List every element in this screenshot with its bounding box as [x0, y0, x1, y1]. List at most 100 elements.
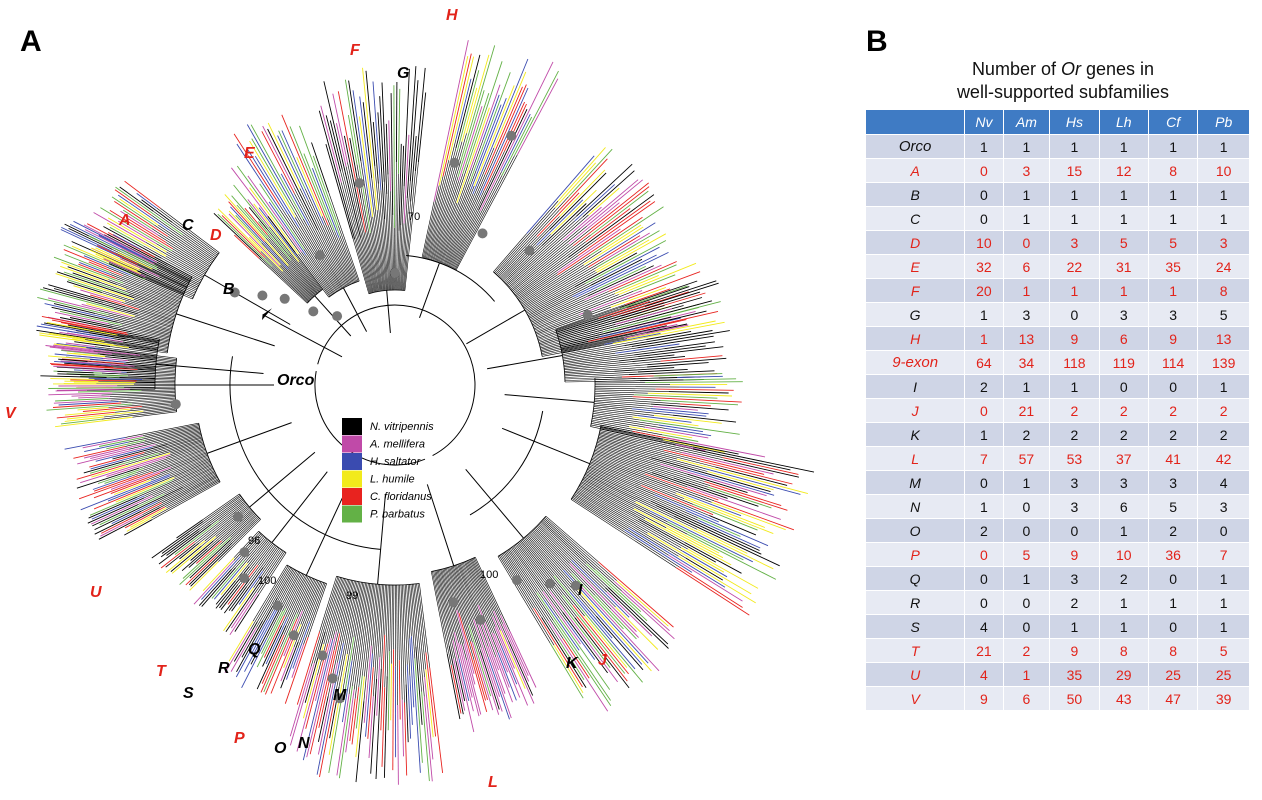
tree-tip [66, 281, 103, 294]
tree-tip [111, 500, 158, 525]
tree-tip [421, 691, 430, 782]
table-cell: 4 [965, 662, 1004, 686]
tree-tip [93, 484, 152, 510]
tree-branch [497, 556, 551, 644]
tree-tip [73, 381, 136, 384]
table-cell: 0 [965, 590, 1004, 614]
tree-tip [663, 449, 765, 475]
tree-tip [77, 444, 156, 465]
tree-branch [144, 279, 184, 296]
tree-tip [71, 241, 146, 275]
tree-tip [692, 448, 791, 471]
tree-tip [236, 597, 278, 673]
tree-branch [152, 268, 197, 291]
tree-branch [93, 350, 157, 359]
tree-tip [48, 387, 125, 389]
tree-tip [317, 696, 329, 742]
table-cell: 5 [1148, 230, 1199, 254]
tree-branch [170, 442, 204, 454]
tree-branch [340, 182, 371, 294]
tree-branch [513, 545, 564, 613]
tree-branch [285, 576, 309, 626]
tree-tip [58, 401, 119, 406]
tree-tip [213, 212, 262, 259]
tree-tip [645, 426, 709, 439]
tree-branch [456, 564, 489, 658]
tree-tip [429, 667, 444, 774]
tree-tip [722, 457, 799, 475]
tree-branch [493, 233, 528, 272]
tree-branch [563, 348, 665, 363]
tree-branch [126, 332, 160, 340]
tree-branch [271, 265, 309, 302]
tree-branch [457, 564, 478, 620]
tree-tip [601, 224, 642, 252]
tree-tip [124, 519, 153, 536]
tree-tip [115, 186, 183, 235]
tree-branch [143, 277, 193, 300]
tree-tip [687, 469, 775, 496]
tree-branch [167, 236, 212, 265]
tree-tip [45, 345, 94, 352]
tree-branch [150, 258, 191, 280]
tree-tip [541, 617, 587, 689]
table-cell: 1 [1050, 134, 1100, 158]
tree-tip [605, 316, 672, 334]
tree-branch [194, 501, 246, 543]
tree-tip [103, 258, 146, 278]
tree-tip [57, 373, 95, 376]
tree-tip [289, 666, 312, 737]
tree-branch [167, 435, 202, 445]
tree-branch [327, 225, 353, 284]
tree-tip [585, 563, 648, 622]
table-cell: 3 [1003, 158, 1051, 182]
tree-branch [308, 225, 344, 289]
tree-branch [289, 254, 320, 292]
tree-branch [562, 345, 625, 357]
tree-branch [110, 274, 181, 303]
clade-label-g: G [397, 65, 409, 82]
tree-branch [419, 583, 430, 668]
tree-branch [540, 521, 587, 565]
tree-tip [179, 537, 231, 585]
tree-branch [533, 293, 616, 328]
tree-branch [450, 566, 470, 626]
tree-tip [48, 355, 90, 360]
tree-branch [525, 270, 596, 311]
tree-branch [458, 563, 489, 647]
table-cell: 4 [1198, 470, 1250, 494]
clade-label-c: C [182, 217, 194, 234]
tree-tip [414, 67, 426, 172]
support-node [448, 597, 459, 608]
tree-branch [294, 252, 324, 290]
clade-label-j: J [598, 652, 608, 669]
tree-tip [289, 126, 328, 219]
clade-label-r: R [218, 660, 230, 677]
tree-branch [600, 427, 693, 448]
table-cell: 0 [1050, 518, 1100, 542]
tree-tip [653, 414, 722, 424]
table-cell: 5 [1148, 494, 1199, 518]
tree-tip [448, 56, 475, 161]
tree-branch [434, 173, 464, 262]
tree-tip [341, 660, 353, 723]
tree-branch [600, 428, 693, 450]
tree-branch [107, 267, 183, 299]
tree-branch [513, 235, 591, 295]
tree-tip [247, 199, 270, 228]
tree-branch [108, 314, 172, 331]
tree-tip [483, 101, 526, 191]
tree-branch [305, 489, 347, 576]
tree-tip [100, 502, 162, 534]
legend-label: C. floridanus [370, 491, 432, 503]
tree-tip [296, 675, 318, 752]
tree-branch [522, 538, 555, 577]
tree-tip [64, 416, 104, 422]
tree-tip [446, 653, 461, 720]
tree-tip [230, 599, 251, 629]
